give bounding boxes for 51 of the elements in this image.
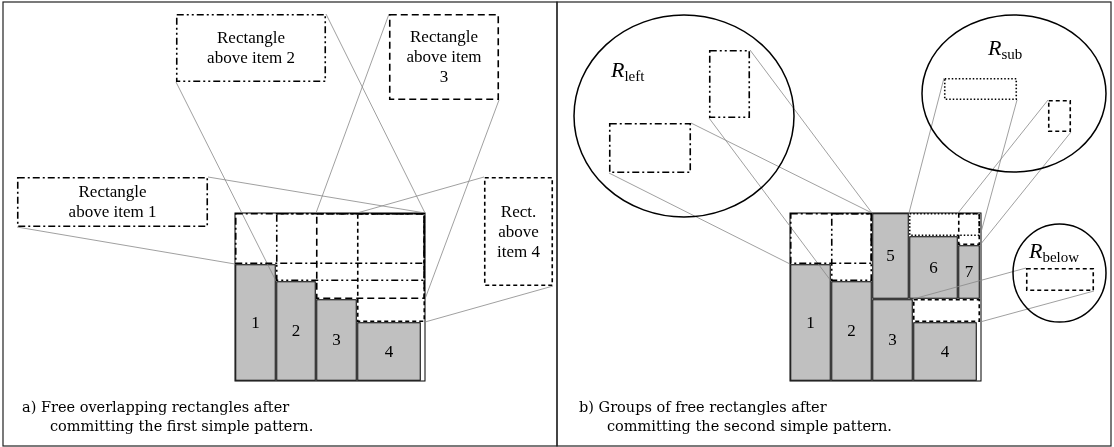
item-block: 2	[276, 281, 316, 381]
leader-line	[424, 99, 500, 300]
item-block: 7	[958, 245, 980, 299]
group-label: R$_{sub}$	[988, 36, 1023, 64]
free-rectangle	[709, 50, 750, 118]
group-circle	[1012, 223, 1107, 323]
leader-line	[979, 131, 1072, 246]
leader-line	[690, 122, 873, 214]
group-label: R$_{left}$	[611, 58, 645, 86]
callout-box: Rect. above item 4	[484, 177, 553, 286]
free-rectangle	[276, 213, 425, 281]
leader-line	[957, 99, 1049, 214]
leader-line	[979, 99, 1018, 237]
item-block: 4	[357, 322, 421, 381]
free-rectangle	[909, 213, 980, 236]
item-block: 1	[235, 264, 276, 381]
figure-caption: b) Groups of free rectangles after committing the second simple pattern.	[579, 398, 893, 436]
figure-caption: a) Free overlapping rectangles after committing the first simple pattern.	[22, 398, 315, 436]
callout-box: Rectangle above item 2	[176, 14, 326, 82]
item-block: 4	[913, 322, 977, 381]
item-block: 5	[872, 213, 909, 299]
free-rectangle	[316, 213, 425, 299]
free-rectangle	[831, 213, 872, 281]
group-circle	[573, 14, 795, 218]
leader-line	[708, 117, 832, 282]
leader-line	[608, 172, 791, 265]
leader-line	[325, 13, 426, 214]
callout-box: Rectangle above item 1	[17, 177, 208, 227]
item-block: 1	[790, 264, 831, 381]
leader-line	[908, 77, 945, 214]
group-label: R$_{below}$	[1029, 239, 1080, 267]
free-rectangle	[1026, 268, 1094, 291]
free-rectangle	[235, 213, 425, 264]
leader-line	[207, 176, 426, 214]
leader-line	[16, 226, 236, 265]
leader-line	[175, 81, 277, 282]
free-rectangle	[1048, 100, 1071, 132]
group-circle	[921, 14, 1107, 173]
item-block: 2	[831, 281, 872, 381]
leader-line	[315, 13, 390, 214]
free-rectangle	[790, 213, 872, 264]
free-rectangle	[609, 123, 691, 173]
free-rectangle	[357, 213, 425, 322]
free-rectangle	[958, 213, 980, 245]
item-block: 3	[872, 299, 913, 381]
free-rectangle	[913, 299, 980, 322]
free-rectangle	[944, 78, 1017, 100]
callout-box: Rectangle above item 3	[389, 14, 499, 100]
item-block: 3	[316, 299, 357, 381]
leader-line	[356, 176, 485, 214]
item-block: 6	[909, 236, 958, 299]
